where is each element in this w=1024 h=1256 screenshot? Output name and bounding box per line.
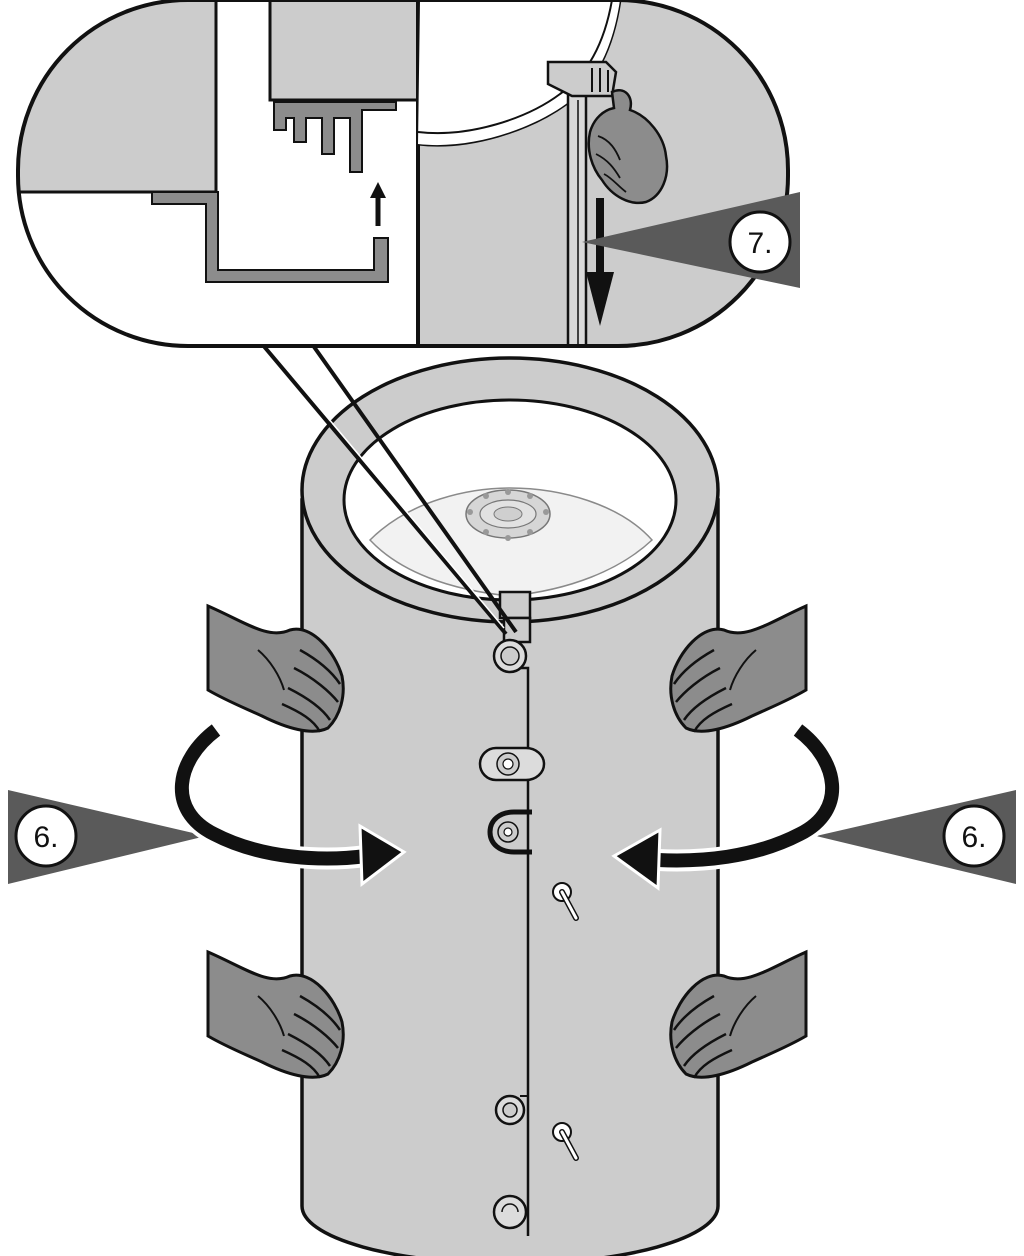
magnified-detail-view [16, 0, 790, 348]
detail-leader-lines [260, 342, 518, 636]
insulation-jacket [300, 356, 720, 1256]
rotation-arrow-left-icon [170, 719, 407, 887]
step-7-pointer: 7. [582, 192, 800, 288]
step-6-left-label: 6. [33, 821, 58, 854]
tank-flange [465, 489, 551, 541]
step-6-right-pointer: 6. [816, 790, 1016, 884]
pipe-connections [478, 638, 546, 1230]
step-7-label: 7. [747, 227, 772, 260]
step-6-right-label: 6. [961, 821, 986, 854]
step-6-left-pointer: 6. [8, 790, 206, 884]
sensor-sleeve [552, 882, 579, 1161]
rotation-arrow-right-icon [611, 719, 844, 891]
